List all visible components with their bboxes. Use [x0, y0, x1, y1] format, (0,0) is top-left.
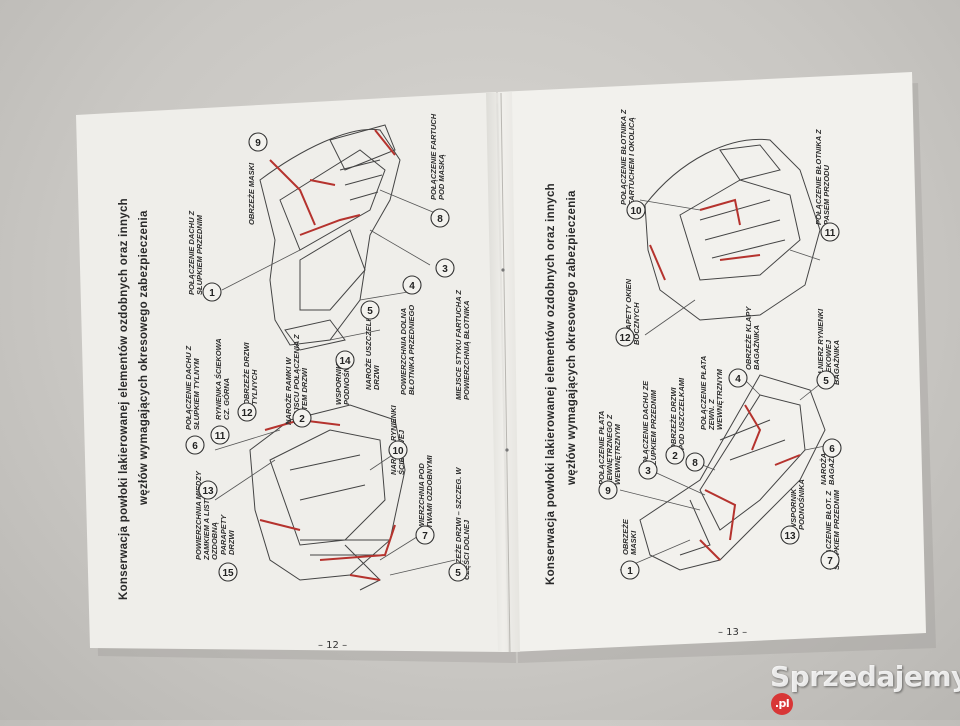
svg-text:14: 14: [339, 356, 351, 367]
right-car-front-drawing: [644, 138, 821, 321]
sprzedajemy-watermark: Sprzedajemy.pl: [770, 660, 960, 726]
left-page: [76, 92, 508, 652]
right-page: [498, 72, 926, 652]
svg-text:8: 8: [437, 214, 443, 225]
svg-text:1: 1: [627, 566, 633, 577]
left-page-number: – 12 –: [318, 640, 348, 651]
svg-text:4: 4: [409, 281, 415, 292]
svg-text:13: 13: [784, 531, 796, 542]
left-front-red-marks: [269, 129, 396, 236]
right-rear-red-marks: [699, 404, 801, 561]
svg-text:6: 6: [192, 441, 198, 452]
svg-text:7: 7: [827, 556, 833, 567]
svg-text:9: 9: [605, 486, 611, 497]
svg-text:4: 4: [735, 374, 741, 385]
svg-text:1: 1: [209, 288, 215, 299]
svg-text:10: 10: [630, 206, 642, 217]
watermark-text: Sprzedajemy: [770, 660, 960, 693]
svg-text:3: 3: [442, 264, 448, 275]
right-front-red-marks: [649, 198, 761, 281]
watermark-suffix: .pl: [771, 693, 793, 715]
svg-text:7: 7: [422, 531, 428, 542]
svg-text:2: 2: [672, 451, 678, 462]
right-page-number: – 13 –: [718, 627, 748, 638]
svg-text:3: 3: [645, 466, 651, 477]
svg-text:10: 10: [392, 446, 404, 457]
left-car-front-drawing: [259, 124, 401, 351]
left-rear-red-marks: [259, 418, 396, 581]
svg-text:8: 8: [692, 458, 698, 469]
svg-text:12: 12: [241, 408, 253, 419]
svg-text:5: 5: [367, 306, 373, 317]
svg-text:2: 2: [299, 414, 305, 425]
svg-text:6: 6: [829, 444, 835, 455]
left-leader-lines: [214, 189, 456, 576]
svg-text:11: 11: [215, 431, 226, 442]
svg-text:5: 5: [455, 568, 461, 579]
svg-text:15: 15: [222, 568, 234, 579]
svg-text:12: 12: [619, 333, 631, 344]
svg-text:13: 13: [202, 486, 214, 497]
svg-text:9: 9: [255, 138, 261, 149]
svg-text:5: 5: [823, 376, 829, 387]
svg-text:11: 11: [825, 228, 836, 239]
